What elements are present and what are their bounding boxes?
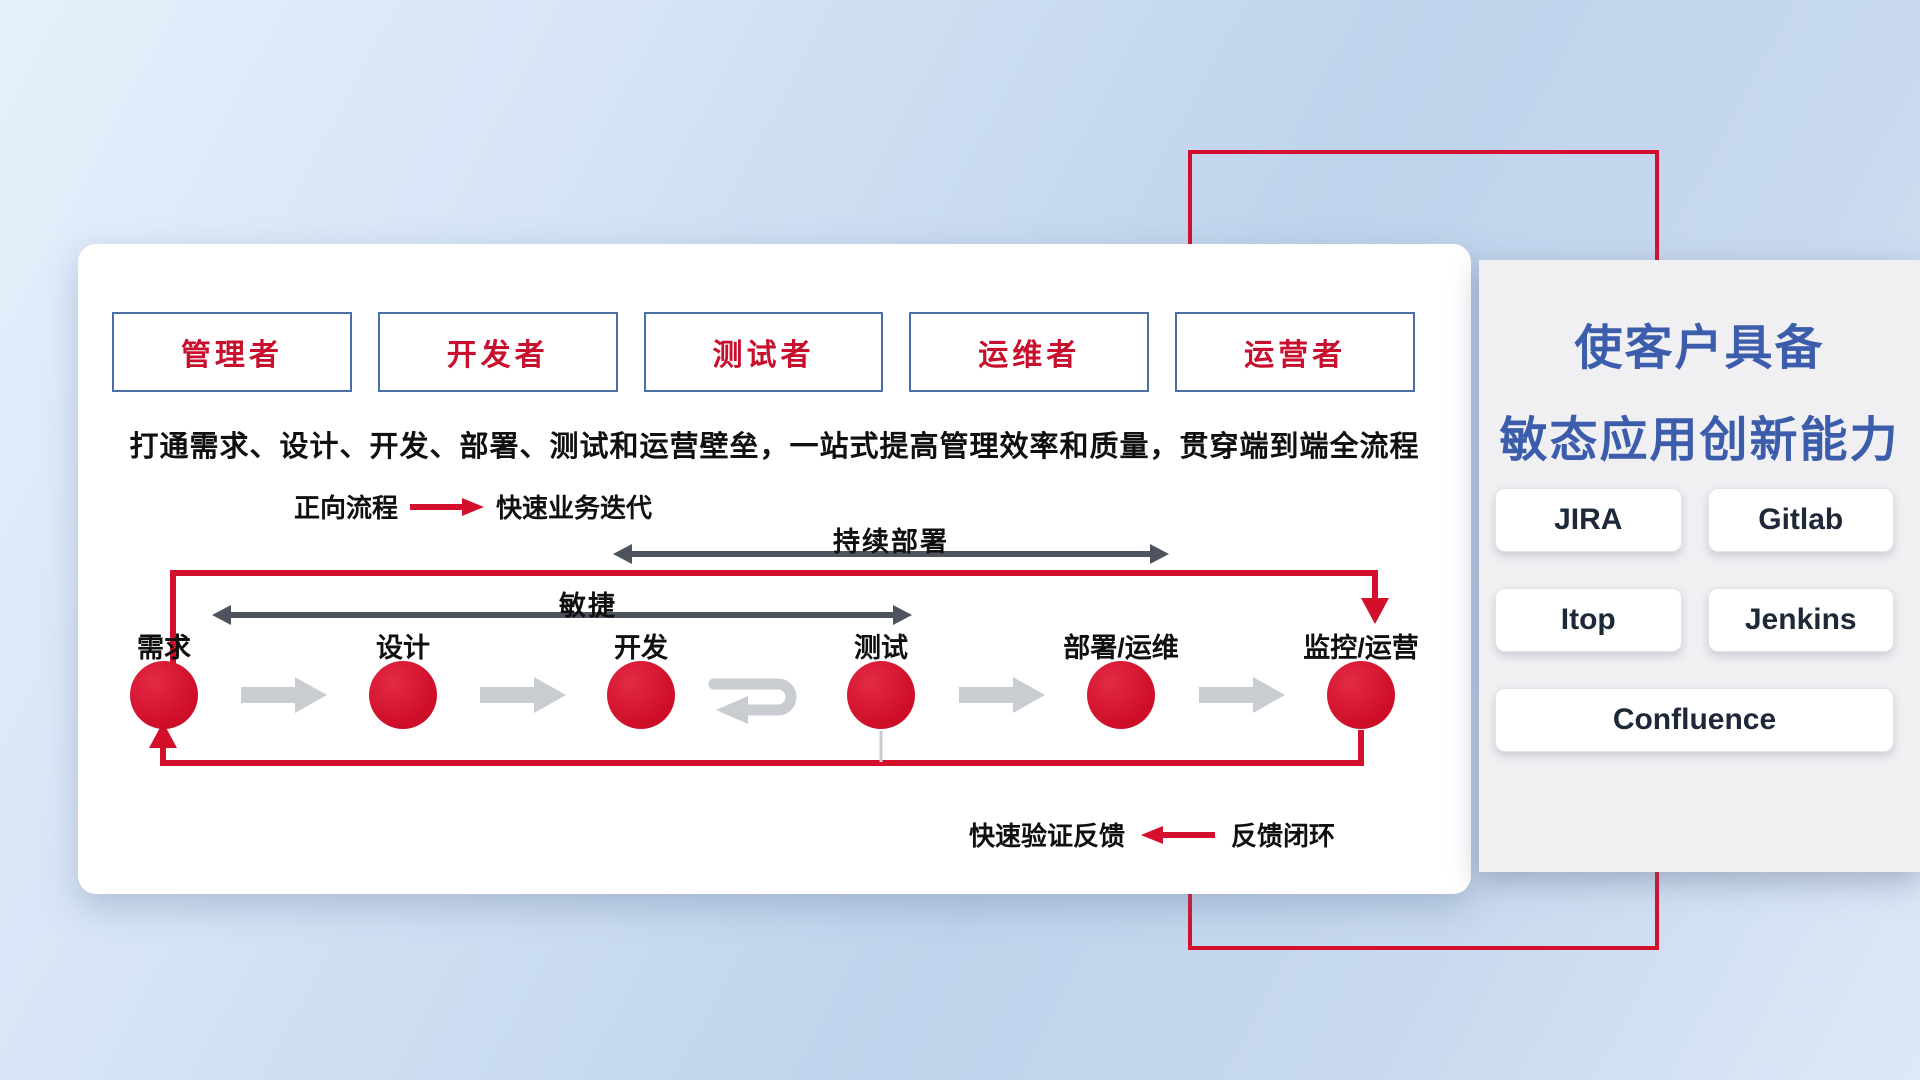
flow-diagram-svg bbox=[149, 544, 1389, 766]
agile-label: 敏捷 bbox=[559, 591, 617, 621]
role-label: 测试者 bbox=[712, 339, 815, 372]
red-feedback-loop-arrow bbox=[149, 722, 1364, 766]
step-label-requirement: 需求 bbox=[137, 633, 191, 663]
role-label: 运营者 bbox=[1244, 339, 1347, 372]
step-label-deploy-ops: 部署/运维 bbox=[1063, 633, 1179, 663]
role-box-tester: 测试者 bbox=[643, 312, 884, 392]
step-node-design bbox=[369, 661, 437, 729]
flow-arrow-icon bbox=[241, 677, 327, 713]
role-label: 管理者 bbox=[180, 339, 283, 372]
role-box-ops: 运维者 bbox=[909, 312, 1150, 392]
red-forward-loop-arrow bbox=[170, 570, 1389, 674]
tool-chip-confluence: Confluence bbox=[1495, 688, 1894, 752]
role-box-developer: 开发者 bbox=[377, 312, 618, 392]
role-box-manager: 管理者 bbox=[112, 312, 352, 392]
flow-arrow-icon bbox=[1199, 677, 1285, 713]
flow-arrow-icon bbox=[480, 677, 566, 713]
tool-chip-jenkins: Jenkins bbox=[1707, 588, 1894, 652]
panel-title-line1: 使客户具备 bbox=[1574, 322, 1825, 375]
forward-flow-desc: 快速业务迭代 bbox=[496, 493, 653, 523]
forward-flow-legend: 正向流程 快速业务迭代 bbox=[294, 488, 652, 525]
role-label: 开发者 bbox=[446, 339, 549, 372]
step-node-develop bbox=[607, 661, 675, 729]
flow-card: 管理者 开发者 测试者 运维者 运营者 打通需求、设计、开发、部署、测试和运营壁… bbox=[78, 244, 1471, 894]
step-label-monitor-operate: 监控/运营 bbox=[1303, 633, 1419, 663]
side-panel: 使客户具备 敏态应用创新能力 JIRA Gitlab Itop Jenkins … bbox=[1479, 260, 1920, 872]
roles-row: 管理者 开发者 测试者 运维者 运营者 bbox=[112, 312, 1415, 392]
step-label-design: 设计 bbox=[376, 633, 430, 663]
feedback-legend: 快速验证反馈 反馈闭环 bbox=[969, 816, 1335, 853]
iteration-uturn-arrow-icon bbox=[708, 678, 797, 724]
feedback-arrow-icon bbox=[1141, 825, 1216, 844]
tool-chip-jira: JIRA bbox=[1495, 488, 1682, 552]
step-label-test: 测试 bbox=[854, 633, 908, 663]
tool-chip-gitlab: Gitlab bbox=[1707, 488, 1894, 552]
subtitle: 打通需求、设计、开发、部署、测试和运营壁垒，一站式提高管理效率和质量，贯穿端到端… bbox=[129, 431, 1420, 463]
step-node-test bbox=[847, 661, 915, 729]
panel-title-line2: 敏态应用创新能力 bbox=[1499, 414, 1900, 467]
feedback-label: 反馈闭环 bbox=[1231, 821, 1336, 851]
role-box-operator: 运营者 bbox=[1175, 312, 1415, 392]
tools-grid: JIRA Gitlab Itop Jenkins Confluence bbox=[1495, 488, 1894, 752]
role-label: 运维者 bbox=[978, 339, 1081, 372]
continuous-deploy-label: 持续部署 bbox=[833, 527, 949, 557]
forward-arrow-icon bbox=[410, 497, 485, 516]
step-node-deploy-ops bbox=[1087, 661, 1155, 729]
continuous-deploy-range-arrow bbox=[613, 544, 1169, 564]
step-node-monitor-operate bbox=[1327, 661, 1395, 729]
forward-flow-label: 正向流程 bbox=[294, 493, 399, 523]
step-label-develop: 开发 bbox=[614, 633, 668, 663]
step-node-requirement bbox=[130, 661, 198, 729]
feedback-desc: 快速验证反馈 bbox=[969, 821, 1126, 851]
agile-range-arrow bbox=[212, 605, 912, 625]
tool-chip-itop: Itop bbox=[1495, 588, 1682, 652]
flow-arrow-icon bbox=[959, 677, 1045, 713]
